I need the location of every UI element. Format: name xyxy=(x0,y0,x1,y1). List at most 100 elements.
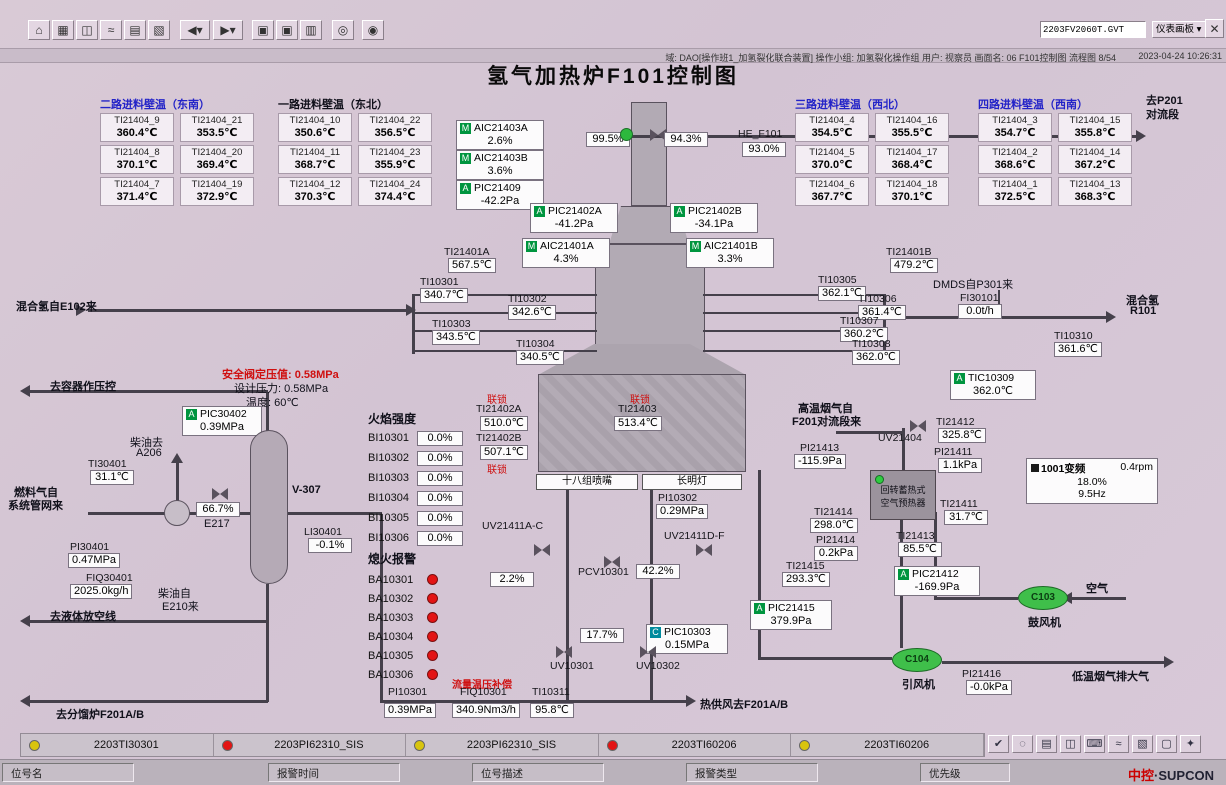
induced-fan-c104[interactable]: C104 xyxy=(892,648,942,672)
fiq10301-value[interactable]: 340.9Nm3/h xyxy=(452,703,520,718)
uv10302-valve-icon[interactable] xyxy=(640,646,656,658)
report-small-icon[interactable]: ▧ xyxy=(1132,735,1153,753)
blower-c103[interactable]: C103 xyxy=(1018,586,1068,610)
ti10306-value[interactable]: 361.4℃ xyxy=(858,305,906,320)
panel-select-dropdown[interactable]: 仪表画板 ▾ xyxy=(1152,21,1208,38)
damper-valve-open-icon[interactable] xyxy=(620,128,633,141)
ti21401b-value[interactable]: 479.2℃ xyxy=(890,258,938,273)
pi30401-value[interactable]: 0.47MPa xyxy=(68,553,121,568)
flame-value-box[interactable]: 0.0% xyxy=(416,451,463,466)
ti10302-value[interactable]: 342.6℃ xyxy=(508,305,556,320)
prev-page-icon[interactable]: ▣ xyxy=(252,20,274,40)
flame-value-box[interactable]: 0.0% xyxy=(416,531,463,546)
stack-damper-b-position[interactable]: 94.3% xyxy=(664,132,708,147)
li30401-value[interactable]: -0.1% xyxy=(308,538,352,553)
printer-icon[interactable]: ▤ xyxy=(1036,735,1057,753)
ti10301-value[interactable]: 340.7℃ xyxy=(420,288,468,303)
alarm-entry[interactable]: 2203PI62310_SIS xyxy=(214,734,407,756)
flame-value-box[interactable]: 0.0% xyxy=(416,471,463,486)
ti21401a-value[interactable]: 567.5℃ xyxy=(448,258,496,273)
trend-icon[interactable]: ≈ xyxy=(100,20,122,40)
back-icon[interactable]: ◀▾ xyxy=(180,20,210,40)
valve-position-left[interactable]: 2.2% xyxy=(490,572,534,587)
graphics-display-icon[interactable]: ◫ xyxy=(76,20,98,40)
ti21402b-value[interactable]: 507.1℃ xyxy=(480,445,528,460)
air-preheater[interactable]: 回转蓄热式 空气预热器 xyxy=(870,470,936,520)
alarm-entry[interactable]: 2203TI60206 xyxy=(791,734,984,756)
valve-position-low[interactable]: 17.7% xyxy=(580,628,624,643)
window-icon[interactable]: ▢ xyxy=(1156,735,1177,753)
he-f101-value[interactable]: 93.0% xyxy=(742,142,786,157)
alarm-entry[interactable]: 2203TI60206 xyxy=(599,734,792,756)
zoom-icon[interactable]: ◎ xyxy=(332,20,354,40)
trend-small-icon[interactable]: ≈ xyxy=(1108,735,1129,753)
alarm-list-icon[interactable]: ▤ xyxy=(124,20,146,40)
close-button[interactable]: ✕ xyxy=(1205,19,1224,38)
ti10304-value[interactable]: 340.5℃ xyxy=(516,350,564,365)
fiq30401-value[interactable]: 2025.0kg/h xyxy=(70,584,133,599)
ti21403-value[interactable]: 513.4℃ xyxy=(614,416,662,431)
damper-valve-icon[interactable] xyxy=(650,129,666,141)
ti10310-value[interactable]: 361.6℃ xyxy=(1054,342,1102,357)
stack-damper-a-position[interactable]: 99.5% xyxy=(586,132,630,147)
uv21411-valve-icon[interactable] xyxy=(696,544,712,556)
vessel-v307[interactable] xyxy=(250,430,288,584)
flame-value-box[interactable]: 0.0% xyxy=(416,511,463,526)
keyboard-icon[interactable]: ⌨ xyxy=(1084,735,1105,753)
ti21402a-value[interactable]: 510.0℃ xyxy=(480,416,528,431)
ti30401-value[interactable]: 31.1℃ xyxy=(90,470,134,485)
ack-icon[interactable]: ✔ xyxy=(988,735,1009,753)
tools-icon[interactable]: ✦ xyxy=(1180,735,1201,753)
bell-icon[interactable]: ◉ xyxy=(362,20,384,40)
ti21414-value[interactable]: 298.0℃ xyxy=(810,518,858,533)
ti10311-value[interactable]: 95.8℃ xyxy=(530,703,574,718)
ti21415-value[interactable]: 293.3℃ xyxy=(782,572,830,587)
screen-icon[interactable]: ◫ xyxy=(1060,735,1081,753)
ti21413-value[interactable]: 85.5℃ xyxy=(898,542,942,557)
ti21412-value[interactable]: 325.8℃ xyxy=(938,428,986,443)
ti10303-value[interactable]: 343.5℃ xyxy=(432,330,480,345)
forward-icon[interactable]: ▶▾ xyxy=(213,20,243,40)
detail-page-icon[interactable]: ▥ xyxy=(300,20,322,40)
uv10301-valve-icon[interactable] xyxy=(556,646,572,658)
report-icon[interactable]: ▧ xyxy=(148,20,170,40)
overview-table-icon[interactable]: ▦ xyxy=(52,20,74,40)
exchanger-e217[interactable] xyxy=(164,500,190,526)
pi21411-value[interactable]: 1.1kPa xyxy=(938,458,982,473)
fuel-valve-icon[interactable] xyxy=(212,488,228,500)
pcv10301-valve-icon[interactable] xyxy=(604,556,620,568)
alarm-entry[interactable]: 2203PI62310_SIS xyxy=(406,734,599,756)
valve-position-mid[interactable]: 42.2% xyxy=(636,564,680,579)
pi21416-value[interactable]: -0.0kPa xyxy=(966,680,1012,695)
uv21411-valve-icon[interactable] xyxy=(534,544,550,556)
pi10301-value[interactable]: 0.39MPa xyxy=(384,703,437,718)
